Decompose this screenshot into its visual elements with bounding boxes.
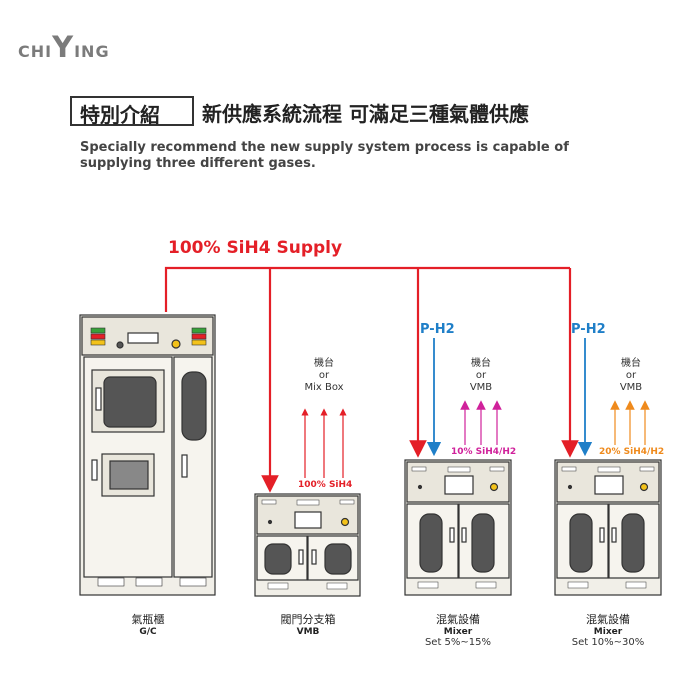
sih4-supply-line <box>164 266 579 493</box>
caption-zh: 氣瓶櫃 <box>131 613 165 626</box>
ph2-lines <box>426 338 593 457</box>
caption-en: Mixer <box>593 627 623 637</box>
logo-part2: Y <box>52 30 75 64</box>
dest-line1: 機台 <box>314 358 334 369</box>
vmb-caption: 閥門分支箱 VMB <box>248 611 368 637</box>
ph2-label-mixer1: P-H2 <box>420 322 455 337</box>
vmb-output-arrows <box>301 408 347 478</box>
mixer1-destination-label: 機台 or VMB <box>441 358 521 394</box>
mixer2-output-label: 20% SiH4/H2 <box>599 447 665 457</box>
caption-en: G/C <box>139 627 157 637</box>
company-logo: CHIYING <box>18 30 110 64</box>
header-tag: 特別介紹 <box>80 103 160 127</box>
logo-part3: ING <box>74 42 110 61</box>
caption-set: Set 10%~30% <box>571 637 645 648</box>
header-subtitle-en: Specially recommend the new supply syste… <box>80 140 569 171</box>
mixer1-cabinet <box>404 459 512 596</box>
vmb-output-label: 100% SiH4 <box>298 480 353 490</box>
dest-line2: or <box>318 370 330 381</box>
dest-line3: VMB <box>619 382 643 393</box>
dest-line1: 機台 <box>471 358 491 369</box>
dest-line2: or <box>475 370 487 381</box>
mixer2-destination-label: 機台 or VMB <box>591 358 671 394</box>
caption-zh: 混氣設備 <box>436 613 480 626</box>
dest-line3: VMB <box>469 382 493 393</box>
caption-en: VMB <box>296 627 320 637</box>
caption-en: Mixer <box>443 627 473 637</box>
caption-zh: 閥門分支箱 <box>280 613 336 626</box>
gas-cabinet-caption: 氣瓶櫃 G/C <box>88 611 208 637</box>
header-tag-box: 特別介紹 <box>70 96 194 127</box>
gas-cabinet <box>79 314 216 596</box>
mixer2-output-arrows <box>610 400 650 445</box>
logo-part1: CHI <box>18 42 53 61</box>
mixer2-cabinet <box>554 459 662 596</box>
caption-set: Set 5%~15% <box>424 637 492 648</box>
caption-zh: 混氣設備 <box>586 613 630 626</box>
header-title: 新供應系統流程 可滿足三種氣體供應 <box>202 102 529 126</box>
mixer1-output-arrows <box>460 400 502 445</box>
ph2-label-mixer2: P-H2 <box>571 322 606 337</box>
dest-line2: or <box>625 370 637 381</box>
dest-line1: 機台 <box>621 358 641 369</box>
vmb-cabinet <box>254 493 361 597</box>
vmb-destination-label: 機台 or Mix Box <box>284 358 364 394</box>
mixer1-output-label: 10% SiH4/H2 <box>451 447 517 457</box>
mixer2-caption: 混氣設備 Mixer Set 10%~30% <box>548 611 668 648</box>
mixer1-caption: 混氣設備 Mixer Set 5%~15% <box>398 611 518 648</box>
dest-line3: Mix Box <box>304 382 344 393</box>
sih4-supply-label: 100% SiH4 Supply <box>168 238 343 258</box>
